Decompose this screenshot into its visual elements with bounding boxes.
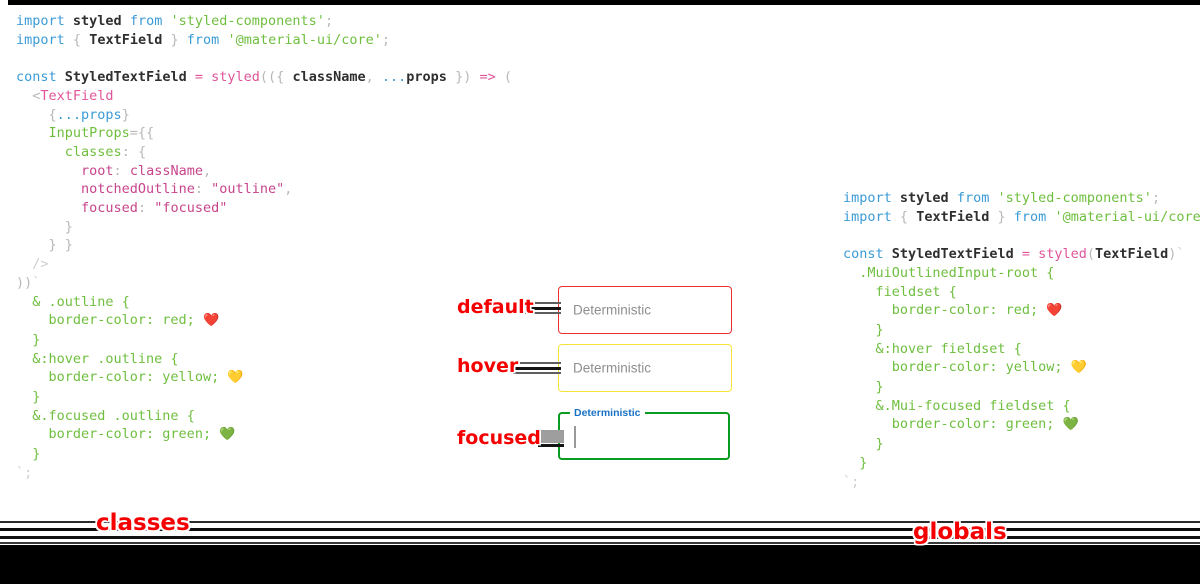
leader-line-focused bbox=[538, 430, 564, 448]
divider-line-2 bbox=[0, 528, 1200, 531]
green-heart-emoji: 💚 bbox=[219, 427, 236, 443]
code-line: `; bbox=[16, 464, 33, 481]
code-line: const StyledTextField = styled(TextField… bbox=[843, 246, 1185, 263]
divider-line-4 bbox=[0, 542, 1200, 544]
code-line: border-color: red; ❤️ bbox=[891, 302, 1063, 319]
code-line: <TextField bbox=[32, 87, 114, 104]
code-line: ))` bbox=[16, 274, 41, 291]
code-line: import styled from 'styled-components'; bbox=[843, 190, 1161, 206]
code-line: } bbox=[859, 454, 868, 471]
code-line: classes: { bbox=[64, 143, 147, 160]
code-line: &:hover .outline { bbox=[32, 350, 179, 367]
code-line: &:hover fieldset { bbox=[875, 340, 1022, 357]
yellow-heart-emoji: 💛 bbox=[227, 370, 244, 386]
bottom-black-bar bbox=[0, 545, 1200, 584]
code-line: const StyledTextField = styled(({ classN… bbox=[16, 69, 513, 86]
code-line: border-color: yellow; 💛 bbox=[48, 369, 244, 386]
textfield-default[interactable]: Deterministic bbox=[558, 286, 732, 334]
code-line: } bbox=[32, 331, 41, 348]
code-line: & .outline { bbox=[32, 293, 130, 310]
top-black-bar bbox=[8, 0, 1200, 5]
annotation-classes: classes bbox=[96, 510, 190, 536]
code-line: .MuiOutlinedInput-root { bbox=[859, 264, 1055, 281]
code-line: } bbox=[32, 389, 41, 406]
left-code-block: import styled from 'styled-components'; … bbox=[16, 12, 512, 483]
code-line: import { TextField } from '@material-ui/… bbox=[16, 31, 391, 48]
divider-line-3 bbox=[0, 536, 1200, 539]
textfield-focused[interactable]: Deterministic bbox=[558, 407, 730, 460]
green-heart-emoji: 💚 bbox=[1062, 417, 1079, 433]
code-line: } bbox=[875, 379, 884, 396]
code-line: &.focused .outline { bbox=[32, 407, 195, 424]
code-line: fieldset { bbox=[875, 283, 957, 300]
code-line: import { TextField } from '@material-ui/… bbox=[843, 208, 1200, 225]
red-heart-emoji: ❤️ bbox=[1046, 303, 1063, 319]
textfield-default-text: Deterministic bbox=[573, 302, 652, 318]
annotation-focused: focused bbox=[457, 427, 541, 449]
code-line: border-color: yellow; 💛 bbox=[891, 359, 1087, 376]
text-caret bbox=[574, 426, 576, 448]
code-line: border-color: red; ❤️ bbox=[48, 312, 220, 329]
code-line: root: className, bbox=[81, 162, 212, 179]
code-line: focused: "focused" bbox=[81, 200, 228, 217]
textfield-hover[interactable]: Deterministic bbox=[558, 344, 732, 392]
code-line: {...props} bbox=[48, 106, 130, 123]
divider-line-1 bbox=[0, 521, 1200, 523]
leader-line-default bbox=[525, 300, 561, 316]
textfield-hover-text: Deterministic bbox=[573, 360, 652, 376]
code-line: } bbox=[875, 321, 884, 338]
code-line: &.Mui-focused fieldset { bbox=[875, 397, 1071, 414]
code-line: InputProps={{ bbox=[48, 125, 155, 142]
code-line: `; bbox=[843, 473, 860, 490]
yellow-heart-emoji: 💛 bbox=[1070, 360, 1087, 376]
textfield-focused-notch-label: Deterministic bbox=[570, 407, 645, 419]
code-line: /> bbox=[32, 256, 49, 273]
code-line: } } bbox=[48, 237, 73, 254]
code-line: notchedOutline: "outline", bbox=[81, 181, 293, 198]
code-line: border-color: green; 💚 bbox=[891, 416, 1079, 433]
code-line: import styled from 'styled-components'; bbox=[16, 13, 334, 29]
code-line: border-color: green; 💚 bbox=[48, 426, 236, 443]
right-code-block: import styled from 'styled-components'; … bbox=[843, 189, 1200, 491]
annotation-globals: globals bbox=[913, 519, 1007, 545]
red-heart-emoji: ❤️ bbox=[202, 313, 220, 329]
annotation-hover: hover bbox=[457, 355, 519, 377]
annotation-default: default bbox=[457, 296, 534, 318]
code-line: } bbox=[875, 436, 884, 453]
code-line: } bbox=[32, 446, 41, 463]
code-line: } bbox=[64, 218, 73, 235]
leader-line-hover bbox=[513, 360, 561, 376]
